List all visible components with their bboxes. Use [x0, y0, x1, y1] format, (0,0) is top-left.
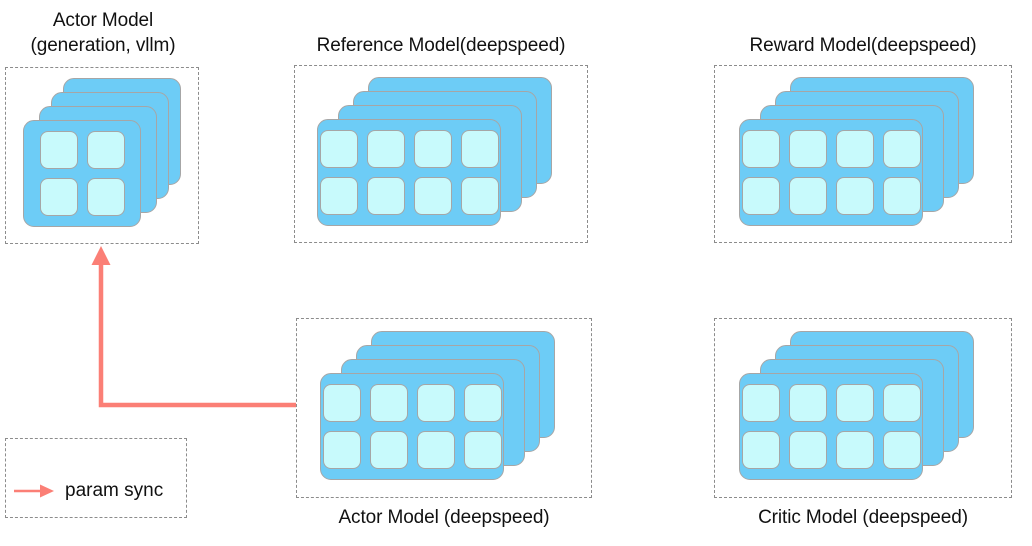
card-stack-reference-model	[295, 66, 589, 244]
chip	[741, 177, 780, 215]
caption-actor-deepspeed: Actor Model (deepspeed)	[338, 507, 550, 528]
chip	[39, 131, 78, 169]
chip	[788, 177, 827, 215]
group-box-reference-model	[294, 65, 588, 243]
caption-actor-vllm: Actor Model (generation, vllm)	[30, 10, 176, 56]
caption-reward-model: Reward Model(deepspeed)	[749, 35, 977, 56]
chip	[835, 384, 874, 422]
chip	[416, 431, 455, 469]
chip	[788, 431, 827, 469]
legend-item-param-sync: param sync	[14, 480, 163, 502]
card-front	[739, 119, 923, 226]
chip	[366, 130, 405, 168]
group-box-critic-model	[714, 318, 1012, 498]
card-front	[320, 373, 504, 480]
caption-reference-model: Reference Model(deepspeed)	[316, 35, 566, 56]
chip	[741, 431, 780, 469]
chip	[322, 431, 361, 469]
chip	[741, 384, 780, 422]
chip	[788, 384, 827, 422]
chip	[460, 130, 499, 168]
chip	[319, 130, 358, 168]
group-box-reward-model	[714, 65, 1012, 243]
chip	[463, 384, 502, 422]
chip	[882, 431, 921, 469]
legend-box	[5, 438, 187, 518]
chip	[416, 384, 455, 422]
chip	[882, 384, 921, 422]
chip	[882, 130, 921, 168]
card-stack-actor-vllm	[6, 68, 200, 245]
arrow-right-icon	[14, 484, 54, 498]
card-front	[739, 373, 923, 480]
chip	[835, 431, 874, 469]
legend-label: param sync	[65, 480, 164, 501]
card-front	[23, 120, 141, 227]
chip	[413, 130, 452, 168]
chip	[319, 177, 358, 215]
card-stack-reward-model	[715, 66, 1013, 244]
chip	[322, 384, 361, 422]
chip	[835, 177, 874, 215]
group-box-actor-vllm	[5, 67, 199, 244]
card-stack-critic-model	[715, 319, 1013, 499]
chip	[86, 178, 125, 216]
chip	[413, 177, 452, 215]
chip	[460, 177, 499, 215]
chip	[835, 130, 874, 168]
chip	[366, 177, 405, 215]
chip	[741, 130, 780, 168]
card-front	[317, 119, 501, 226]
chip	[39, 178, 78, 216]
caption-critic-model: Critic Model (deepspeed)	[758, 507, 968, 528]
chip	[788, 130, 827, 168]
chip	[882, 177, 921, 215]
group-box-actor-deepspeed	[296, 318, 592, 498]
chip	[463, 431, 502, 469]
card-stack-actor-deepspeed	[297, 319, 593, 499]
chip	[86, 131, 125, 169]
chip	[369, 384, 408, 422]
chip	[369, 431, 408, 469]
